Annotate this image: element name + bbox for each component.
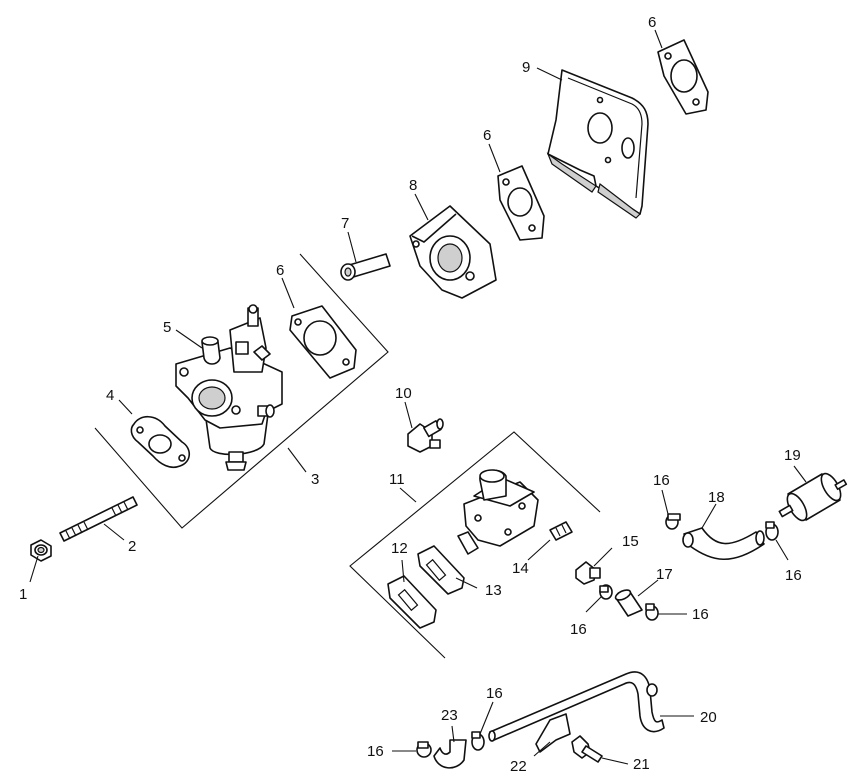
- part-4-gasket: [130, 415, 191, 469]
- callout-7: 7: [341, 215, 349, 232]
- callout-8: 8: [409, 177, 417, 194]
- callout-22: 22: [510, 758, 527, 775]
- part-7-screw: [340, 253, 391, 281]
- part-5-carburetor: [175, 304, 283, 471]
- callout-15: 15: [622, 533, 639, 550]
- callout-6-lower: 6: [276, 262, 284, 279]
- callout-16-b: 16: [785, 567, 802, 584]
- part-16-clamp-e: [416, 741, 432, 758]
- callout-4: 4: [106, 387, 114, 404]
- part-6-gasket-top: [657, 39, 709, 115]
- callout-10: 10: [395, 385, 412, 402]
- part-16-clamp-d: [645, 603, 659, 621]
- callout-18: 18: [708, 489, 725, 506]
- callout-16-c: 16: [570, 621, 587, 638]
- callout-13: 13: [485, 582, 502, 599]
- callout-16-d: 16: [692, 606, 709, 623]
- callout-16-a: 16: [653, 472, 670, 489]
- part-18-hose: [682, 527, 765, 561]
- group-bracket-fuel-pump: [349, 431, 601, 659]
- part-16-clamp-a: [665, 513, 681, 530]
- part-6-gasket-carburetor: [289, 305, 357, 379]
- part-19-fuel-filter: [778, 472, 848, 522]
- callout-6-middle: 6: [483, 127, 491, 144]
- part-10-elbow-fitting: [407, 418, 444, 453]
- part-6-gasket-adapter: [497, 165, 545, 241]
- part-22-clip: [535, 713, 571, 753]
- part-20-fuel-line: [488, 671, 665, 742]
- callout-17: 17: [656, 566, 673, 583]
- callout-2: 2: [128, 538, 136, 555]
- part-9-base-plate: [546, 69, 649, 219]
- leader-lines: [29, 29, 807, 765]
- callout-1: 1: [19, 586, 27, 603]
- part-16-clamp-b: [765, 521, 779, 541]
- part-14-fitting: [549, 521, 573, 541]
- part-12-pump-gasket: [387, 575, 437, 629]
- part-16-clamp-f: [471, 731, 485, 751]
- callout-12: 12: [391, 540, 408, 557]
- part-1-nut: [30, 539, 52, 562]
- callout-6-top: 6: [648, 14, 656, 31]
- callout-14: 14: [512, 560, 529, 577]
- callout-3: 3: [311, 471, 319, 488]
- part-13-pump-plate: [417, 545, 465, 595]
- callout-23: 23: [441, 707, 458, 724]
- part-16-clamp-c: [599, 584, 613, 600]
- callout-21: 21: [633, 756, 650, 773]
- callout-16-f: 16: [486, 685, 503, 702]
- callout-16-e: 16: [367, 743, 384, 760]
- part-15-fitting: [575, 561, 601, 585]
- part-21-screw: [571, 735, 603, 763]
- part-23-elbow-hose: [433, 739, 467, 769]
- group-bracket-carburetor: [94, 253, 389, 529]
- part-11-fuel-pump: [457, 469, 539, 555]
- part-2-stud: [59, 496, 138, 542]
- callout-11: 11: [389, 471, 405, 488]
- callout-20: 20: [700, 709, 717, 726]
- callout-9: 9: [522, 59, 530, 76]
- part-17-hose: [614, 589, 643, 617]
- callout-5: 5: [163, 319, 171, 336]
- part-8-adapter: [409, 205, 497, 299]
- callout-19: 19: [784, 447, 801, 464]
